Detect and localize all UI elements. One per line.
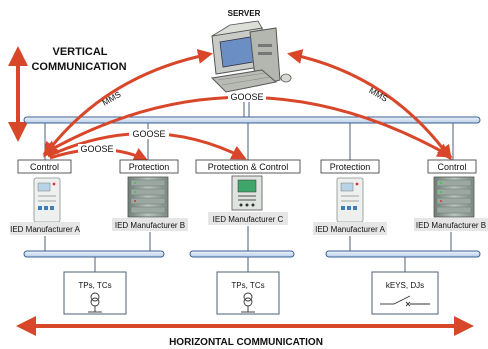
- field-device-label: kEYS, DJs: [386, 281, 424, 290]
- bay-4: Protection IED Manufacturer A: [313, 159, 387, 235]
- bay-role-label: Protection: [129, 162, 170, 172]
- bay-role-label: Protection: [330, 162, 371, 172]
- field-device-label: TPs, TCs: [78, 281, 111, 290]
- ied-device-icon: [231, 175, 263, 211]
- ied-rack-icon: [433, 176, 475, 218]
- mms-label-left: MMS: [100, 89, 122, 108]
- bay-role-box: [320, 159, 380, 174]
- server-computer-icon: [210, 20, 292, 93]
- server-label: SERVER: [228, 9, 261, 18]
- bay-role-label: Control: [30, 162, 59, 172]
- bay-5: Control IED Manufacturer B: [414, 159, 488, 231]
- field-device-1: TPs, TCs: [63, 271, 127, 315]
- bay-3: Protection & Control IED Manufacturer C: [195, 159, 301, 225]
- field-device-2: TPs, TCs: [216, 271, 280, 315]
- mms-arrow-right: [287, 49, 452, 161]
- bay-role-box: [17, 159, 72, 174]
- mms-arrow-left: [43, 49, 213, 158]
- vertical-communication-label-line1: VERTICAL: [53, 46, 108, 58]
- field-device-label: TPs, TCs: [231, 281, 264, 290]
- ied-manufacturer-label: IED Manufacturer A: [10, 225, 80, 234]
- goose-label-mid: GOOSE: [132, 129, 165, 139]
- bay-1: Control IED Manufacturer A: [10, 159, 81, 235]
- ied-rack-icon: [127, 176, 169, 218]
- switch-icon: [380, 295, 430, 307]
- bay-2: Protection IED Manufacturer B: [112, 159, 188, 231]
- transformer-icon: [241, 292, 255, 313]
- ied-device-icon: [33, 177, 61, 223]
- goose-label-left: GOOSE: [80, 144, 113, 154]
- ied-manufacturer-label: IED Manufacturer B: [115, 221, 185, 230]
- ied-manufacturer-label: IED Manufacturer A: [315, 225, 385, 234]
- goose-label-top: GOOSE: [230, 92, 263, 102]
- process-bus-right: [325, 250, 481, 258]
- process-bus-left: [23, 250, 165, 258]
- ied-device-icon: [336, 177, 364, 223]
- mms-label-right: MMS: [367, 85, 389, 104]
- bay-role-label: Control: [437, 162, 466, 172]
- field-device-3: kEYS, DJs: [371, 271, 439, 315]
- ied-manufacturer-label: IED Manufacturer B: [416, 221, 486, 230]
- bay-role-label: Protection & Control: [208, 162, 289, 172]
- vertical-communication-label-line2: COMMUNICATION: [31, 61, 126, 73]
- horizontal-communication-label: HORIZONTAL COMMUNICATION: [169, 337, 323, 348]
- process-bus-middle: [189, 250, 295, 258]
- bay-role-box: [195, 159, 301, 174]
- bay-role-box: [119, 159, 179, 174]
- process-buses: [23, 250, 481, 258]
- bay-role-box: [427, 159, 477, 174]
- transformer-icon: [88, 292, 102, 313]
- station-bus: [23, 116, 481, 124]
- ied-manufacturer-label: IED Manufacturer C: [213, 215, 284, 224]
